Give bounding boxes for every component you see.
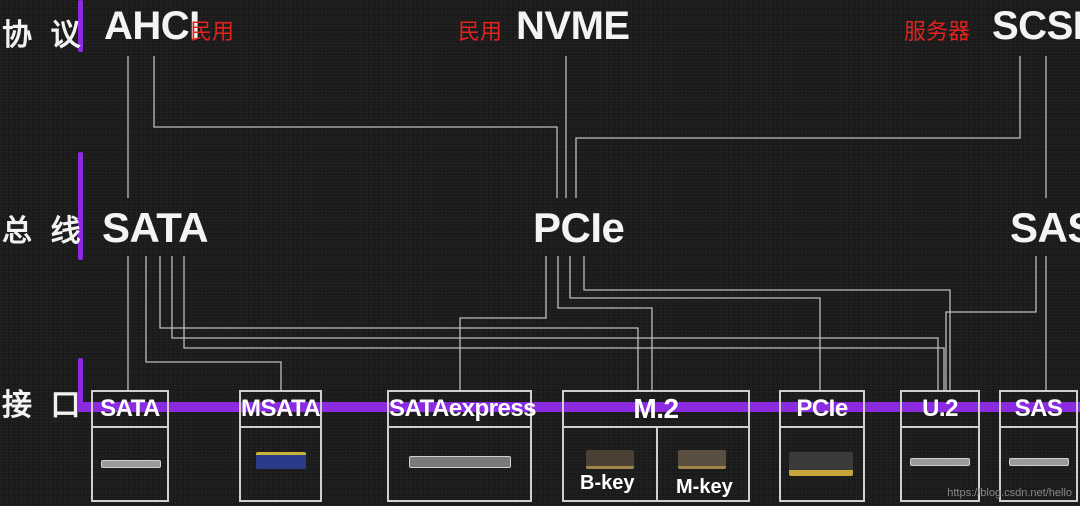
line-satabus-m2 [159,256,639,392]
interface-u2: U.2 [900,390,980,502]
interface-sata: SATA [91,390,169,502]
row-label-protocol: 协 议 [2,18,85,53]
line-pciebus-sataexpress [459,256,547,392]
interface-m2-label: M.2 [564,392,748,428]
line-pciebus-m2 [557,256,653,392]
m2-mkey-label: M-key [676,476,733,498]
interface-sataexpress: SATAexpress [387,390,537,502]
line-ahci-pcie [153,56,558,198]
interface-bar [78,358,83,410]
interface-u2-label: U.2 [902,392,978,428]
sata-connector-icon [101,460,161,468]
m2-bkey-label: B-key [580,472,635,494]
interface-sas-label: SAS [1001,392,1076,428]
interface-pcie-label: PCIe [781,392,863,428]
bus-sata: SATA [102,204,209,251]
interface-pcie: PCIe [779,390,865,502]
protocol-bar [78,0,83,52]
protocol-nvme: NVME [516,4,630,48]
line-sasbus-u2 [945,256,1037,392]
msata-connector-icon [256,452,306,469]
m2-divider [656,428,658,502]
interface-msata-label: MSATA [241,392,321,428]
protocol-scsi: SCSI [992,4,1080,48]
interface-msata: MSATA [239,390,322,502]
bus-sas: SAS [1010,204,1080,251]
interface-m2: M.2 B-key M-key [562,390,750,502]
protocol-ahci: AHCI [104,4,200,48]
line-pciebus-u2 [583,256,951,392]
m2-bkey-connector-icon [586,450,634,469]
tag-nvme: 民用 [458,20,503,45]
interface-sata-label: SATA [93,392,167,428]
sataexpress-connector-icon [409,456,511,468]
line-scsi-pcie [575,56,1021,198]
interface-sas: SAS [999,390,1078,502]
row-label-bus: 总 线 [2,214,85,249]
tag-ahci: 民用 [190,20,235,45]
line-pciebus-pcie [569,256,821,392]
line-satabus-u2 [171,256,939,392]
pcie-connector-icon [789,452,853,476]
sas-connector-icon [1009,458,1069,466]
row-label-interface: 接 口 [2,388,85,423]
line-satabus-u2b [183,256,945,392]
watermark: https://blog.csdn.net/hello [947,487,1072,499]
tag-scsi: 服务器 [904,20,971,45]
line-satabus-msata [145,256,282,392]
interface-band [78,402,1080,412]
bus-pcie: PCIe [533,204,625,251]
u2-connector-icon [910,458,970,466]
interface-sataexpress-label: SATAexpress [389,392,537,428]
m2-mkey-connector-icon [678,450,726,469]
bus-bar [78,152,83,260]
